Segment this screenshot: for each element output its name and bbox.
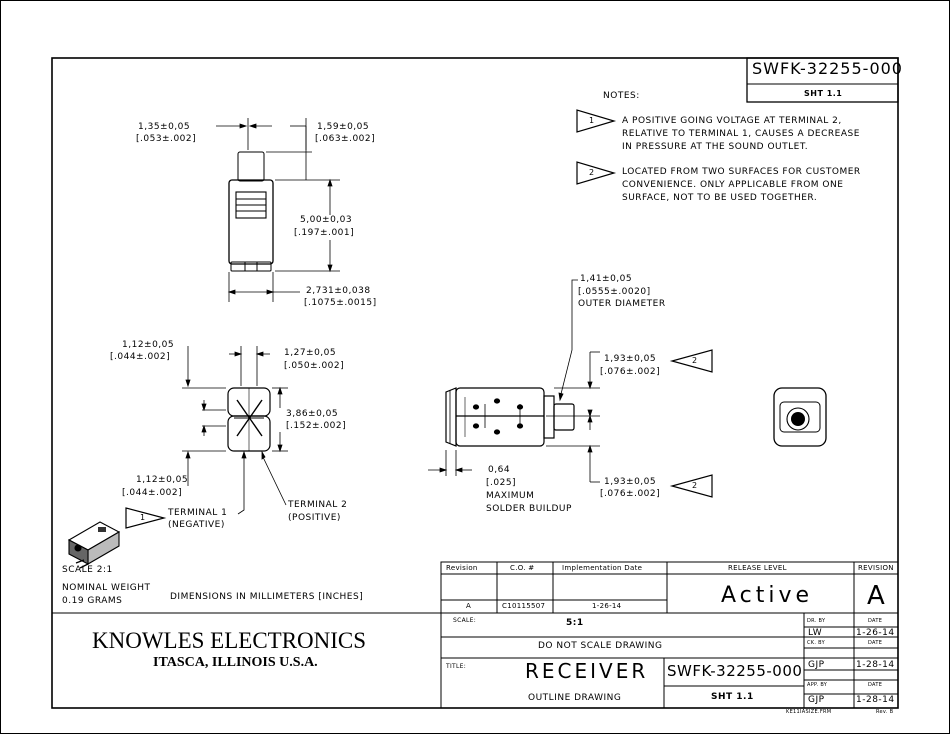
tb-drawn-date: 1-26-14 bbox=[856, 628, 895, 638]
inner-border bbox=[51, 57, 899, 709]
header-sheet: SHT 1.1 bbox=[804, 89, 843, 98]
tb-scale-value: 5:1 bbox=[566, 618, 584, 628]
dim-193b-inch: [.076±.002] bbox=[600, 489, 661, 499]
note2-line3: SURFACE, NOT TO BE USED TOGETHER. bbox=[622, 193, 818, 203]
notes-title: NOTES: bbox=[603, 91, 640, 101]
tb-do-not-scale: DO NOT SCALE DRAWING bbox=[538, 641, 663, 651]
dim-127: 1,27±0,05 bbox=[284, 348, 337, 358]
dim-2731-inch: [.1075±.0015] bbox=[304, 298, 377, 308]
note2-flag-a: 2 bbox=[692, 356, 698, 365]
note2-flag-b: 2 bbox=[692, 481, 698, 490]
end-view bbox=[227, 387, 271, 452]
tb-title-label: TITLE: bbox=[446, 663, 467, 670]
tb-subtitle: OUTLINE DRAWING bbox=[528, 693, 622, 703]
tb-drawn-by-label: DR. BY bbox=[807, 618, 826, 624]
dim-141: 1,41±0,05 bbox=[580, 274, 633, 284]
dim-159: 1,59±0,05 bbox=[317, 122, 370, 132]
rev-row-revision: A bbox=[466, 602, 472, 610]
release-level-value: Active bbox=[721, 583, 814, 608]
title-block bbox=[52, 612, 898, 708]
rev-row-date: 1-26-14 bbox=[592, 602, 622, 610]
tb-date-label-3: DATE bbox=[868, 682, 883, 688]
note1-line1: A POSITIVE GOING VOLTAGE AT TERMINAL 2, bbox=[622, 116, 842, 126]
terminal2-label: TERMINAL 2 bbox=[288, 500, 348, 510]
tb-drawn-by: LW bbox=[808, 628, 823, 638]
dim-193b: 1,93±0,05 bbox=[604, 477, 657, 487]
terminal1-label: TERMINAL 1 bbox=[168, 508, 228, 518]
footer-file: KE11IASIZE.FRM bbox=[786, 709, 832, 715]
top-view-dimensions bbox=[216, 118, 340, 302]
tb-approved-date: 1-28-14 bbox=[856, 695, 895, 705]
dim-141-note: OUTER DIAMETER bbox=[578, 299, 666, 309]
dim-159-inch: [.063±.002] bbox=[315, 134, 376, 144]
release-level-label: RELEASE LEVEL bbox=[728, 564, 787, 572]
dim-193a: 1,93±0,05 bbox=[604, 354, 657, 364]
note2-line2: CONVENIENCE. ONLY APPLICABLE FROM ONE bbox=[622, 180, 844, 190]
note2-flag: 2 bbox=[589, 168, 595, 177]
dim-112a: 1,12±0,05 bbox=[122, 340, 175, 350]
dim-386: 3,86±0,05 bbox=[286, 409, 339, 419]
flag-triangles bbox=[125, 109, 713, 529]
dim-112b: 1,12±0,05 bbox=[136, 475, 189, 485]
dim-135-inch: [.053±.002] bbox=[136, 134, 197, 144]
rev-row-co: C10115507 bbox=[502, 602, 546, 610]
dim-127-inch: [.050±.002] bbox=[284, 361, 345, 371]
header-part-number: SWFK-32255-000 bbox=[752, 59, 903, 78]
weight-value: 0.19 GRAMS bbox=[62, 596, 123, 606]
iso-thumbnail bbox=[67, 521, 121, 569]
dim-064-note: SOLDER BUILDUP bbox=[486, 504, 572, 514]
dim-112a-inch: [.044±.002] bbox=[110, 352, 171, 362]
dim-386-inch: [.152±.002] bbox=[286, 421, 347, 431]
tb-title: RECEIVER bbox=[525, 659, 649, 683]
company-location: ITASCA, ILLINOIS U.S.A. bbox=[153, 655, 318, 670]
dimensions-note: DIMENSIONS IN MILLIMETERS [INCHES] bbox=[170, 592, 364, 602]
terminal1-polarity: (NEGATIVE) bbox=[168, 520, 225, 530]
dim-064: 0,64 bbox=[488, 465, 511, 475]
terminal2-polarity: (POSITIVE) bbox=[288, 513, 341, 523]
terminal-flag-1: 1 bbox=[140, 513, 146, 522]
front-view bbox=[445, 387, 575, 447]
tb-sheet: SHT 1.1 bbox=[711, 692, 754, 702]
revision-value: A bbox=[867, 581, 886, 611]
front-view-dimensions bbox=[428, 279, 600, 483]
revision-label: REVISION bbox=[858, 564, 894, 572]
dim-064-max: MAXIMUM bbox=[486, 491, 535, 501]
dim-141-inch: [.0555±.0020] bbox=[578, 287, 651, 297]
tb-date-label-1: DATE bbox=[868, 618, 883, 624]
tb-checked-by-label: CK. BY bbox=[807, 640, 825, 646]
rev-header-revision: Revision bbox=[446, 564, 478, 572]
dim-064-inch: [.025] bbox=[486, 478, 517, 488]
part-number-box bbox=[746, 57, 899, 103]
note1-flag: 1 bbox=[589, 116, 595, 125]
note1-line3: IN PRESSURE AT THE SOUND OUTLET. bbox=[622, 142, 809, 152]
dim-193a-inch: [.076±.002] bbox=[600, 367, 661, 377]
top-view bbox=[228, 151, 274, 272]
note1-line2: RELATIVE TO TERMINAL 1, CAUSES A DECREAS… bbox=[622, 129, 860, 139]
tb-checked-date: 1-28-14 bbox=[856, 660, 895, 670]
tb-part-number: SWFK-32255-000 bbox=[667, 662, 803, 680]
rev-header-date: Implementation Date bbox=[562, 564, 643, 572]
company-name: KNOWLES ELECTRONICS bbox=[92, 628, 367, 653]
note2-line1: LOCATED FROM TWO SURFACES FOR CUSTOMER bbox=[622, 167, 861, 177]
dim-500-inch: [.197±.001] bbox=[294, 228, 355, 238]
end-view-dimensions bbox=[182, 346, 288, 515]
footer-rev: Rev. B bbox=[876, 709, 894, 715]
weight-label: NOMINAL WEIGHT bbox=[62, 583, 151, 593]
dim-2731: 2,731±0,038 bbox=[306, 286, 371, 296]
tb-scale-label: SCALE: bbox=[453, 617, 477, 624]
tb-approved-by-label: APP. BY bbox=[807, 682, 828, 688]
dim-112b-inch: [.044±.002] bbox=[122, 488, 183, 498]
tb-approved-by: GJP bbox=[808, 695, 825, 705]
scale-note: SCALE 2:1 bbox=[62, 565, 113, 575]
dim-135: 1,35±0,05 bbox=[138, 122, 191, 132]
rev-header-co: C.O. # bbox=[510, 564, 535, 572]
rear-view bbox=[773, 387, 827, 447]
tb-date-label-2: DATE bbox=[868, 640, 883, 646]
tb-checked-by: GJP bbox=[808, 660, 825, 670]
dim-500: 5,00±0,03 bbox=[300, 215, 353, 225]
